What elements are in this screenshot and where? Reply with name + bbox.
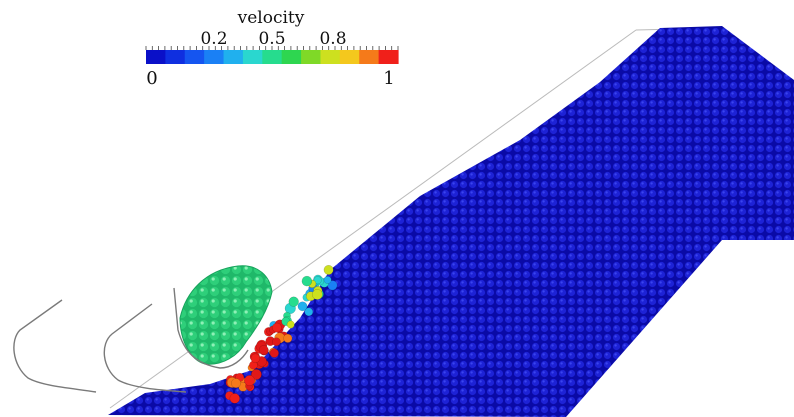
shear-particle — [258, 345, 269, 355]
shear-particle — [272, 322, 282, 333]
shear-particle — [272, 337, 281, 347]
shear-particle — [231, 378, 241, 389]
colorbar-band — [339, 50, 360, 64]
colorbar-band — [262, 50, 283, 64]
shear-particle — [269, 348, 279, 358]
shear-particle — [250, 353, 261, 364]
shear-particle — [288, 296, 299, 307]
shear-particle — [286, 320, 295, 329]
shear-band-particles — [225, 264, 338, 404]
colorbar-min-label: 0 — [146, 68, 157, 89]
blade-middle — [103, 303, 187, 393]
colorbar-band — [320, 50, 341, 64]
shear-particle — [301, 275, 313, 287]
colorbar-band — [204, 50, 225, 64]
colorbar-tick-0.5: 0.5 — [258, 29, 285, 49]
shear-particle — [297, 301, 308, 312]
granular-bulk — [108, 26, 794, 417]
shear-particle — [283, 333, 293, 343]
colorbar-band — [165, 50, 186, 64]
shear-particle — [244, 375, 255, 386]
shear-particle — [313, 276, 322, 285]
colorbar-band — [359, 50, 380, 64]
blade-outlines — [13, 287, 249, 393]
shear-particle — [250, 368, 262, 380]
colorbar-tick-0.2: 0.2 — [200, 29, 227, 49]
shear-particle — [229, 393, 241, 404]
colorbar-max-label: 1 — [383, 68, 394, 89]
velocity-colorbar: velocity 0.2 0.5 0.8 0 1 — [145, 8, 399, 89]
shear-particle — [304, 307, 314, 317]
shear-particle — [311, 289, 323, 300]
colorbar-band — [242, 50, 263, 64]
colorbar-minor-ticks — [145, 46, 399, 50]
colorbar-band — [184, 50, 205, 64]
shear-particle — [323, 275, 332, 284]
colorbar-tick-0.8: 0.8 — [319, 29, 346, 49]
colorbar-title: velocity — [237, 8, 305, 28]
blade-cutter — [173, 287, 249, 369]
colorbar-band — [301, 50, 322, 64]
shear-particle — [323, 264, 334, 275]
colorbar-band — [281, 50, 302, 64]
colorbar-bands — [146, 50, 399, 64]
colorbar-band — [378, 50, 399, 64]
blade-left — [13, 299, 97, 393]
colorbar-band — [223, 50, 244, 64]
colorbar-band — [146, 50, 166, 64]
